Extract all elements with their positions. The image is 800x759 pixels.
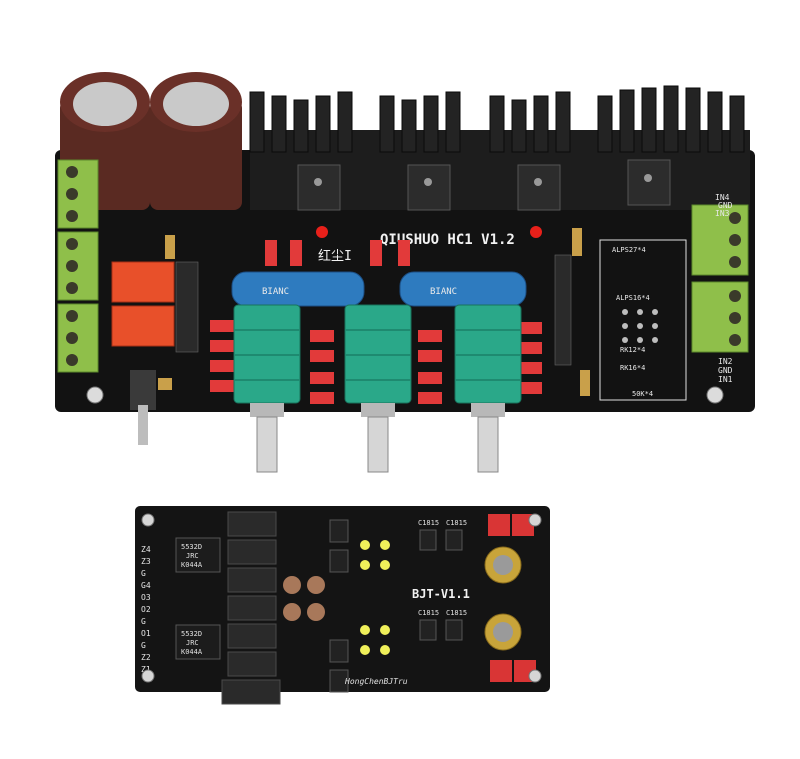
sub-transistors: [329, 519, 463, 693]
chip-1-label-1: 5532D: [181, 543, 202, 551]
pin-label-o2: O2: [141, 605, 151, 614]
terminal-label-in2: IN2: [718, 357, 733, 366]
blue-cap-brand-right: BIANC: [430, 287, 457, 297]
gold-capacitors: [484, 546, 522, 651]
mounting-holes: [86, 386, 724, 404]
chip-2-label-3: K044A: [181, 648, 203, 656]
terminal-label-in1: IN1: [718, 375, 733, 384]
red-leds: [316, 226, 542, 238]
heatsink: [249, 85, 750, 211]
pin-label-z2: Z2: [141, 653, 151, 662]
right-terminal-labels: IN4 GND IN3 IN2 GND IN1: [715, 193, 733, 384]
pin-label-o1: O1: [141, 629, 151, 638]
left-terminal-blocks: [57, 159, 99, 373]
pin-label-o3: O3: [141, 593, 151, 602]
transistor-label-2: C1815: [446, 519, 467, 527]
pin-label-z3: Z3: [141, 557, 151, 566]
transistor-label-4: C1815: [446, 609, 467, 617]
toggle-switch: [130, 370, 156, 445]
transistor-label-1: C1815: [418, 519, 439, 527]
footprint-label-rk16: RK16*4: [620, 364, 645, 372]
sub-board-signature: HongChenBJTru: [344, 677, 408, 686]
footprint-label-alps16: ALPS16*4: [616, 294, 650, 302]
right-terminal-blocks: [691, 204, 749, 353]
terminal-label-gnd-bottom: GND: [718, 366, 733, 375]
pot-footprint-area: ALPS27*4 ALPS16*4 RK12*4 RK16*4 50K*4: [599, 239, 687, 401]
yellow-leds: [360, 540, 390, 655]
terminal-label-gnd-top: GND: [718, 201, 733, 210]
red-film-capacitors: [210, 240, 542, 404]
transistor-label-3: C1815: [418, 609, 439, 617]
main-filter-capacitors: [60, 72, 242, 210]
chip-1-label-2: JRC: [186, 552, 199, 560]
chip-2-label-2: JRC: [186, 639, 199, 647]
main-board-title: QIUSHUO HC1 V1.2: [380, 232, 515, 248]
pin-label-g4: G4: [141, 581, 151, 590]
pin-label-z1: Z1: [141, 665, 151, 674]
pin-label-g-3: G: [141, 641, 146, 650]
sub-red-capacitors: [488, 514, 536, 682]
footprint-label-rk12: RK12*4: [620, 346, 645, 354]
footprint-label-50k: 50K*4: [632, 390, 653, 398]
blue-cap-brand-left: BIANC: [262, 287, 289, 297]
terminal-label-in3: IN3: [715, 209, 730, 218]
transistor-labels: C1815 C1815 C1815 C1815: [418, 519, 467, 617]
footprint-label-alps27: ALPS27*4: [612, 246, 646, 254]
main-board-chinese-label: 红尘I: [318, 248, 352, 264]
pin-headers: [175, 254, 572, 366]
opamp-chips: 5532D JRC K044A 5532D JRC K044A: [175, 537, 221, 660]
potentiometers: [233, 304, 522, 473]
pin-label-g-1: G: [141, 569, 146, 578]
chip-2-label-1: 5532D: [181, 630, 202, 638]
black-film-capacitors: [221, 511, 281, 705]
relays: [111, 261, 175, 347]
blue-capacitors: BIANC BIANC: [231, 271, 527, 307]
sub-mounting-holes: [141, 513, 542, 683]
main-board: IN4 GND IN3 IN2 GND IN1 QIUSHUO HC1 V1.2…: [55, 72, 755, 473]
pin-label-z4: Z4: [141, 545, 151, 554]
sub-board: Z4 Z3 G G4 O3 O2 G O1 G Z2 Z1 5532D JRC …: [135, 506, 550, 705]
sub-left-pin-labels: Z4 Z3 G G4 O3 O2 G O1 G Z2 Z1: [141, 545, 151, 674]
pin-label-g-2: G: [141, 617, 146, 626]
chip-1-label-3: K044A: [181, 561, 203, 569]
sub-board-title: BJT-V1.1: [412, 587, 470, 601]
terminal-label-in4: IN4: [715, 193, 730, 202]
brass-standoffs: [158, 228, 590, 396]
small-brown-capacitors: [283, 576, 325, 621]
